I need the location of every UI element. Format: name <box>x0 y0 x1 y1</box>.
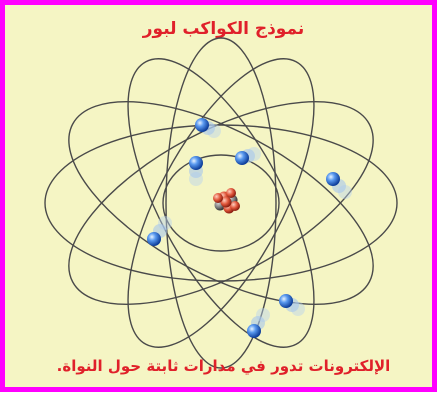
electron-2 <box>235 147 261 165</box>
nucleus <box>213 188 240 214</box>
diagram-caption: الإلكترونات تدور في مدارات ثابتة حول الن… <box>5 357 437 375</box>
electron-5 <box>147 216 172 246</box>
electron-6 <box>279 294 305 316</box>
electron-7 <box>247 308 270 338</box>
electron-4 <box>326 172 352 199</box>
atom-diagram <box>5 5 437 397</box>
electron-3 <box>189 156 203 186</box>
